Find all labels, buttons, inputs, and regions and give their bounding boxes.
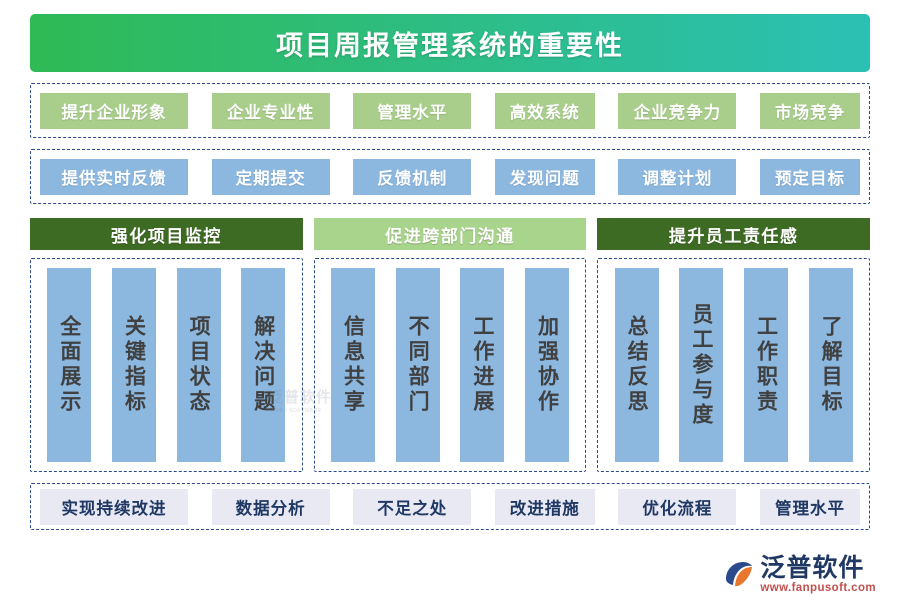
vbar-label: 不同部门 [406, 315, 431, 415]
tag-blue-3[interactable]: 反馈机制 [353, 158, 472, 195]
vbar-3-2[interactable]: 员工参与度 [679, 268, 724, 462]
vbar-label: 项目状态 [187, 315, 212, 415]
blue-tag-row: 提供实时反馈 定期提交 反馈机制 发现问题 调整计划 预定目标 [30, 149, 870, 204]
tag-green-2[interactable]: 企业专业性 [211, 92, 330, 129]
vbar-1-2[interactable]: 关键指标 [111, 268, 156, 462]
vbar-label: 全面展示 [57, 315, 82, 415]
tag-blue-2[interactable]: 定期提交 [211, 158, 330, 195]
vbar-label: 工作职责 [754, 315, 779, 415]
fanpu-swoosh-icon [723, 559, 754, 590]
tag-bottom-6[interactable]: 管理水平 [759, 488, 860, 525]
vbar-2-3[interactable]: 工作进展 [460, 268, 505, 462]
vbar-3-1[interactable]: 总结反思 [614, 268, 659, 462]
column-group-2: 信息共享 不同部门 工作进展 加强协作 [313, 258, 587, 472]
column-group-1: 全面展示 关键指标 项目状态 解决问题 [30, 258, 303, 472]
tag-bottom-5[interactable]: 优化流程 [618, 488, 737, 525]
tag-bottom-2[interactable]: 数据分析 [211, 488, 330, 525]
vbar-label: 信息共享 [341, 315, 366, 415]
vbar-label: 了解目标 [819, 315, 844, 415]
tag-green-3[interactable]: 管理水平 [353, 92, 472, 129]
section-header-1[interactable]: 强化项目监控 [30, 218, 303, 250]
tag-bottom-3[interactable]: 不足之处 [353, 488, 472, 525]
tag-bottom-1[interactable]: 实现持续改进 [40, 488, 188, 525]
logo-url: www.fanpusoft.com [760, 581, 876, 594]
vbar-3-4[interactable]: 了解目标 [808, 268, 853, 462]
section-header-row: 强化项目监控 促进跨部门沟通 提升员工责任感 [30, 218, 871, 250]
tag-green-5[interactable]: 企业竞争力 [618, 92, 737, 129]
tag-green-1[interactable]: 提升企业形象 [40, 92, 188, 129]
brand-logo: 泛普软件 www.fanpusoft.com [723, 553, 876, 595]
vbar-label: 工作进展 [470, 315, 495, 415]
logo-name: 泛普软件 [760, 553, 865, 582]
vbar-1-3[interactable]: 项目状态 [176, 268, 221, 462]
vbar-label: 关键指标 [122, 315, 147, 415]
vbar-3-3[interactable]: 工作职责 [743, 268, 788, 462]
tag-blue-1[interactable]: 提供实时反馈 [40, 158, 188, 195]
green-tag-row: 提升企业形象 企业专业性 管理水平 高效系统 企业竞争力 市场竞争 [30, 83, 870, 138]
vbar-1-4[interactable]: 解决问题 [241, 268, 286, 462]
column-group-3: 总结反思 员工参与度 工作职责 了解目标 [597, 258, 871, 472]
section-header-3[interactable]: 提升员工责任感 [597, 218, 871, 250]
vbar-label: 总结反思 [625, 315, 650, 415]
bottom-tag-row: 实现持续改进 数据分析 不足之处 改进措施 优化流程 管理水平 [30, 483, 870, 530]
vbar-label: 加强协作 [535, 315, 560, 415]
tag-blue-6[interactable]: 预定目标 [759, 158, 860, 195]
section-header-2[interactable]: 促进跨部门沟通 [313, 218, 587, 250]
vbar-2-4[interactable]: 加强协作 [524, 268, 569, 462]
tag-blue-4[interactable]: 发现问题 [494, 158, 595, 195]
tag-green-6[interactable]: 市场竞争 [759, 92, 860, 129]
page-title: 项目周报管理系统的重要性 [30, 14, 870, 72]
vbar-1-1[interactable]: 全面展示 [47, 268, 92, 462]
tag-bottom-4[interactable]: 改进措施 [494, 488, 595, 525]
vbar-label: 员工参与度 [689, 302, 714, 428]
vbar-2-2[interactable]: 不同部门 [395, 268, 440, 462]
vbar-label: 解决问题 [251, 315, 276, 415]
column-groups: 全面展示 关键指标 项目状态 解决问题 信息共享 不同部门 工作进展 加强协作 … [30, 258, 871, 472]
tag-blue-5[interactable]: 调整计划 [618, 158, 737, 195]
tag-green-4[interactable]: 高效系统 [494, 92, 595, 129]
vbar-2-1[interactable]: 信息共享 [331, 268, 375, 462]
